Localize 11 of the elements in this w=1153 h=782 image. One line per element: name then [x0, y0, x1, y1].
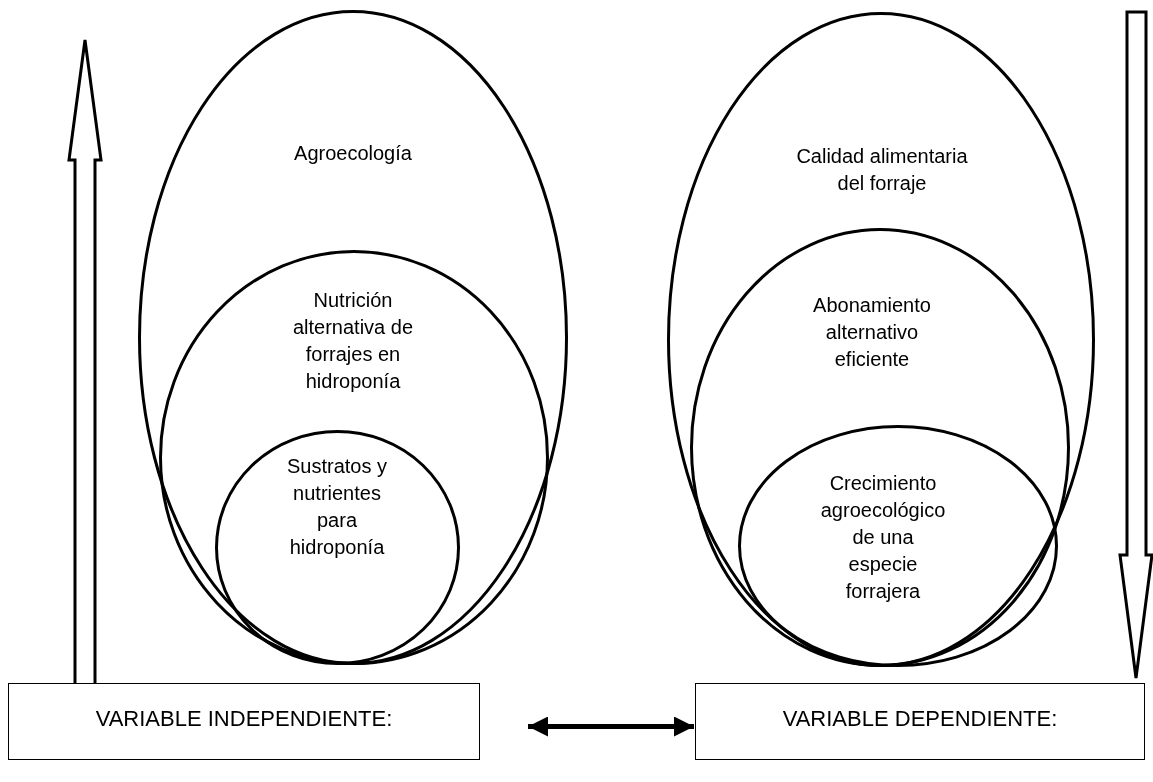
ellipse-label: Agroecología: [293, 141, 413, 166]
double-arrow: [528, 716, 694, 737]
ellipse-label: Abonamiento alternativo eficiente: [812, 293, 932, 372]
ellipse-label: Calidad alimentaria del forraje: [795, 144, 969, 196]
variable-box: [695, 683, 1145, 760]
variable-label: VARIABLE INDEPENDIENTE:: [94, 706, 394, 732]
ellipse-label: Crecimiento agroecológico de una especie forrajera: [819, 471, 947, 604]
ellipse-label: Sustratos y nutrientes para hidroponía: [285, 454, 388, 560]
variable-box: [8, 683, 480, 760]
ellipse-label: Nutrición alternativa de forrajes en hidroponía: [291, 288, 415, 394]
variable-label: VARIABLE DEPENDIENTE:: [781, 706, 1059, 732]
